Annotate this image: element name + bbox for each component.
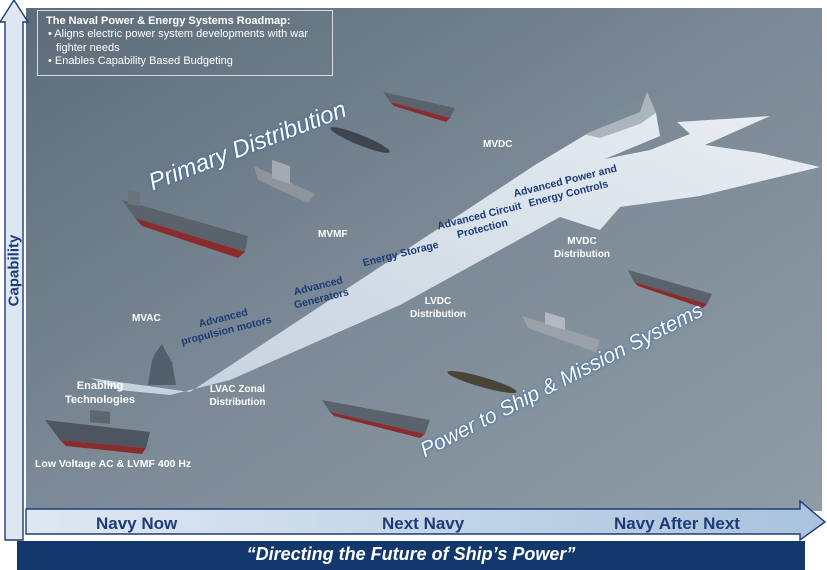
- y-axis-arrow: [0, 0, 30, 541]
- mvdc-label: MVDC: [483, 139, 513, 150]
- y-axis-label: Capability: [5, 234, 23, 307]
- enabling-technologies-label: Enabling Technologies: [64, 380, 136, 406]
- submarine-icon: [330, 127, 390, 153]
- submarine-2-icon: [447, 370, 517, 394]
- mvac-label: MVAC: [132, 313, 161, 324]
- info-box-title: The Naval Power & Energy Systems Roadmap…: [46, 15, 291, 27]
- x-axis-label-next-navy: Next Navy: [382, 514, 465, 533]
- tagline-banner: “Directing the Future of Ship’s Power”: [17, 541, 805, 570]
- info-box: The Naval Power & Energy Systems Roadmap…: [37, 10, 333, 76]
- info-box-bullet: • Enables Capability Based Budgeting: [48, 55, 233, 68]
- tagline-text: “Directing the Future of Ship’s Power”: [246, 544, 576, 564]
- lvdc-distribution-label: LVDC Distribution: [409, 296, 467, 320]
- aircraft-carrier-icon: [122, 190, 248, 258]
- deckhouse-silhouette-icon: [148, 344, 176, 385]
- littoral-combat-ship-icon: [522, 312, 600, 352]
- frigate-icon: [628, 270, 712, 308]
- mvdc-distribution-label: MVDC Distribution: [553, 236, 611, 260]
- x-axis-arrow: [25, 499, 827, 542]
- capability-arrow: [90, 92, 820, 395]
- info-box-bullet: • Aligns electric power system developme…: [48, 28, 309, 54]
- lvac-zonal-label: LVAC Zonal Distribution: [209, 384, 266, 408]
- cruiser-icon: [322, 400, 430, 438]
- amphibious-assault-ship-icon: [45, 410, 150, 454]
- low-voltage-label: Low Voltage AC & LVMF 400 Hz: [35, 458, 192, 470]
- mvmf-label: MVMF: [318, 229, 348, 240]
- x-axis-label-navy-after-next: Navy After Next: [614, 514, 740, 533]
- stealth-destroyer-icon: [254, 160, 315, 203]
- x-axis-label-navy-now: Navy Now: [96, 514, 178, 533]
- destroyer-icon: [383, 92, 455, 122]
